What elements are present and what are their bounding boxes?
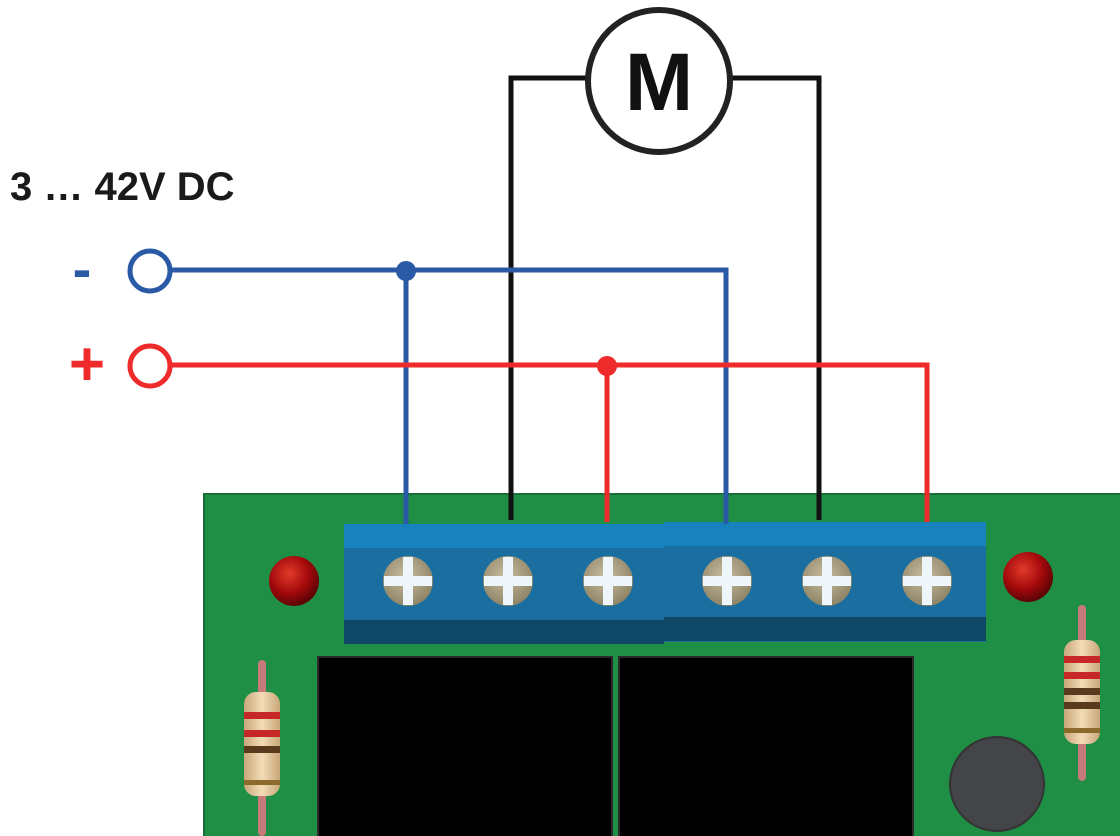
relay-right: [618, 656, 914, 836]
motor-icon: M: [585, 7, 733, 155]
motor-wire-left: [508, 75, 590, 520]
relay-left: [317, 656, 613, 836]
terminal-screw-icon: [483, 556, 533, 606]
terminal-screw-icon: [383, 556, 433, 606]
terminal-screw-icon: [802, 556, 852, 606]
resistor-right: [1064, 605, 1100, 781]
terminal-screw-icon: [583, 556, 633, 606]
motor-label: M: [625, 37, 693, 128]
led-right: [1003, 552, 1053, 602]
led-left: [269, 556, 319, 606]
positive-junction: [597, 356, 617, 376]
voltage-label: 3 … 42V DC: [10, 165, 235, 209]
minus-symbol: -: [73, 237, 92, 300]
plus-symbol: +: [69, 330, 105, 399]
terminal-screw-icon: [902, 556, 952, 606]
positive-wire: [170, 362, 930, 522]
negative-wire: [170, 267, 729, 524]
motor-wire-right: [730, 75, 822, 520]
negative-terminal: [127, 248, 173, 294]
resistor-left: [244, 660, 280, 836]
negative-junction: [396, 261, 416, 281]
terminal-screw-icon: [702, 556, 752, 606]
positive-terminal: [127, 343, 173, 389]
buzzer-icon: [949, 736, 1045, 832]
